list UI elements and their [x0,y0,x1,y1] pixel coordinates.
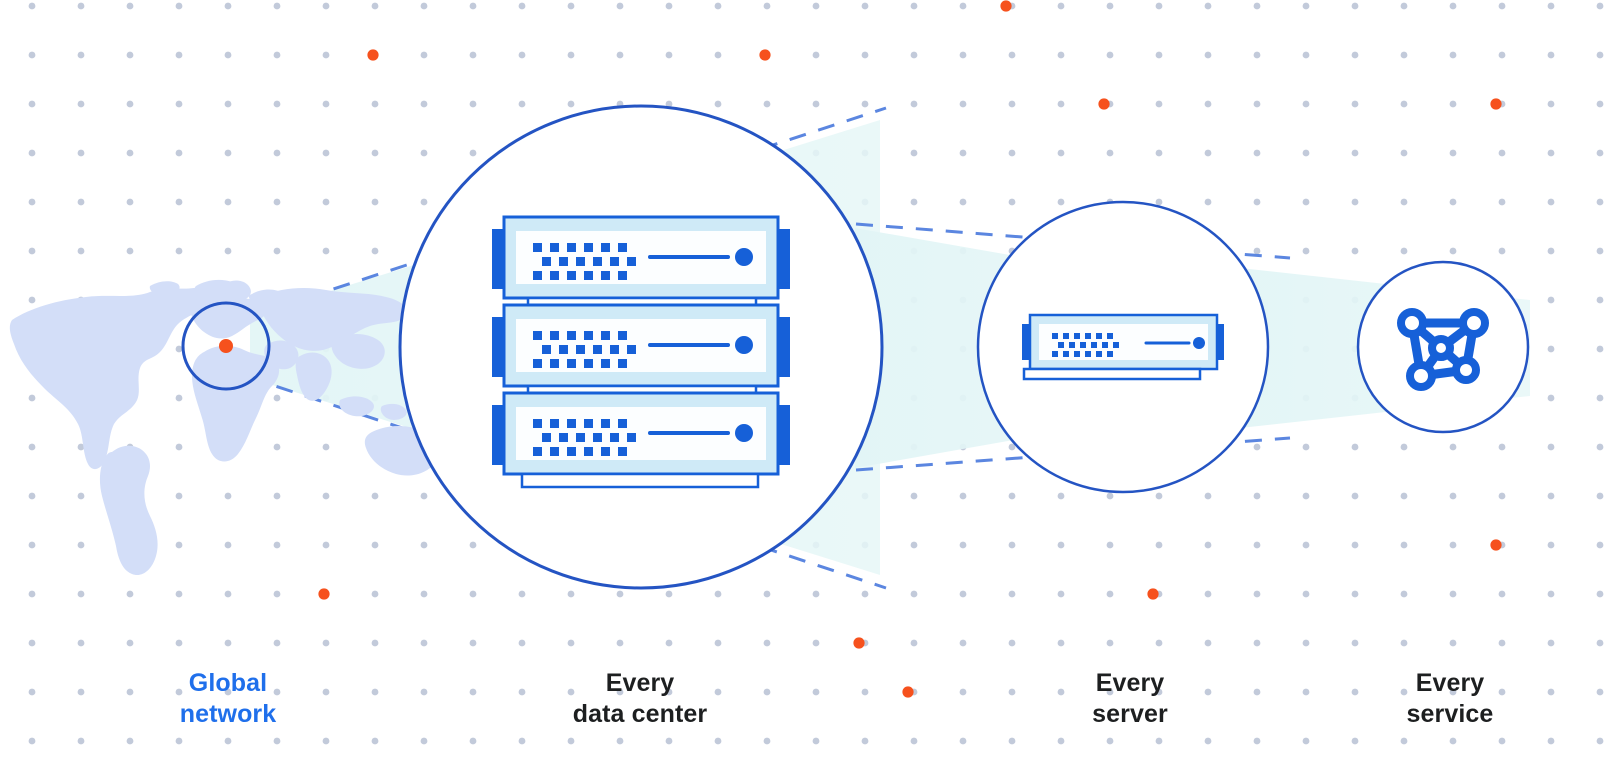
stage-label-data-center: Every data center [572,669,708,728]
server-unit-icon [1022,313,1224,381]
dot-matrix-vent [533,331,636,368]
background-accent-dots [318,0,1502,698]
dot-matrix-vent [533,419,636,456]
rack-unit-3 [492,391,790,489]
stage-label-global-network: Global network [179,669,277,728]
server-rack-icon [492,215,790,489]
rack-unit-1 [492,215,790,312]
map-highlight-circle [181,301,271,391]
dot-matrix-vent [533,243,636,280]
location-marker [219,339,233,353]
network-nodes-icon [1397,308,1489,391]
stage-label-service: Every service [1406,669,1494,728]
rack-unit-2 [492,303,790,400]
stage-label-server: Every server [1092,669,1168,728]
dot-matrix-vent [1052,333,1119,357]
world-map-icon [9,279,465,576]
